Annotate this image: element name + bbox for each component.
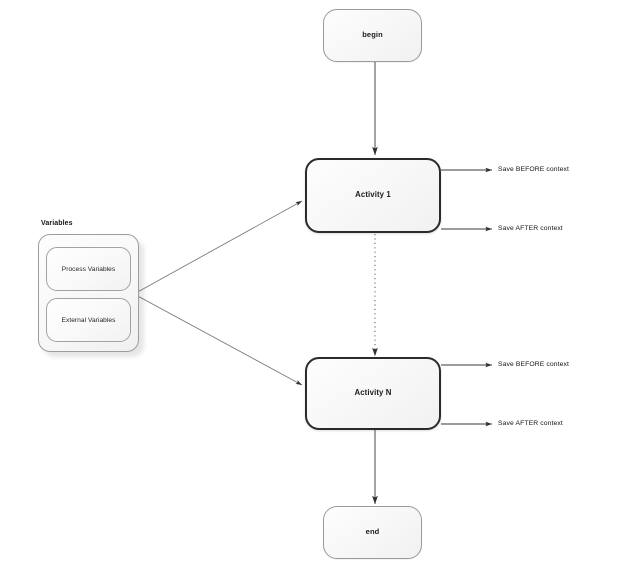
node-begin[interactable]: begin (323, 9, 422, 62)
variables-item-external[interactable]: External Variables (46, 298, 131, 342)
annotation-activityn-save-after: Save AFTER context (498, 420, 563, 427)
node-activity-1-label: Activity 1 (355, 190, 391, 200)
node-end[interactable]: end (323, 506, 422, 559)
variables-item-process[interactable]: Process Variables (46, 247, 131, 291)
variables-item-process-label: Process Variables (61, 265, 116, 273)
node-end-label: end (365, 527, 380, 537)
variables-item-external-label: External Variables (61, 316, 116, 324)
variables-group-title: Variables (41, 220, 73, 227)
edge-variables-to-activity1 (133, 200, 303, 295)
node-begin-label: begin (362, 30, 383, 40)
node-activity-n-label: Activity N (354, 388, 392, 398)
node-activity-n[interactable]: Activity N (305, 357, 441, 430)
edge-variables-to-activityn (133, 293, 303, 386)
variables-group[interactable]: Process Variables External Variables (38, 234, 139, 352)
node-activity-1[interactable]: Activity 1 (305, 158, 441, 233)
annotation-activityn-save-before: Save BEFORE context (498, 361, 570, 368)
annotation-activity1-save-after: Save AFTER context (498, 225, 563, 232)
annotation-activity1-save-before: Save BEFORE context (498, 166, 570, 173)
